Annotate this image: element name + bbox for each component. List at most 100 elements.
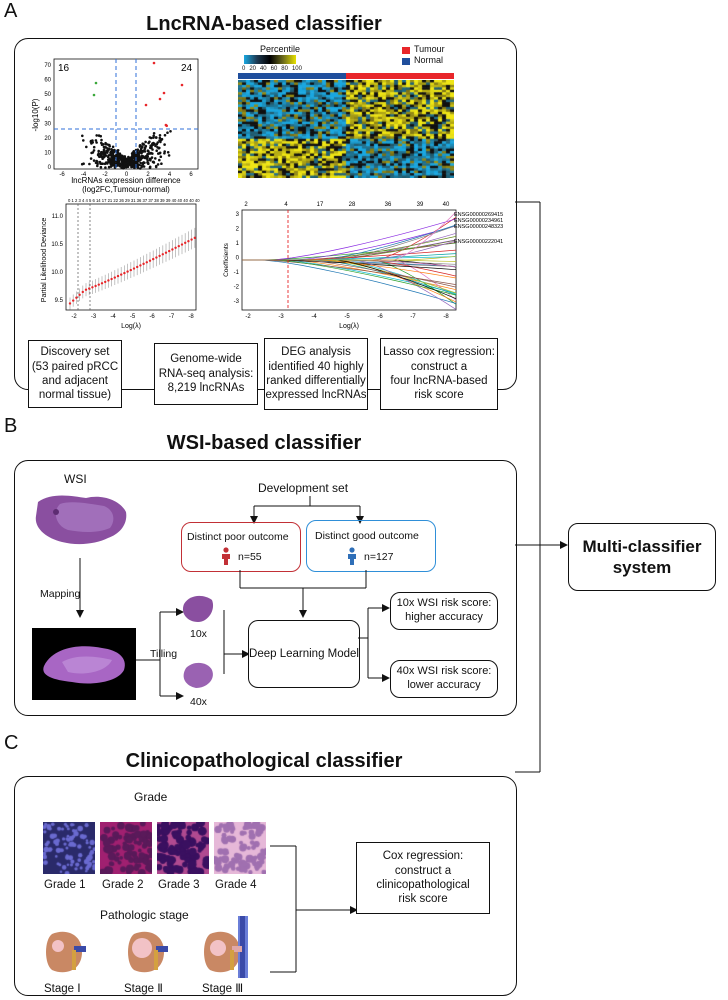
mag-10x-label: 10x (190, 628, 207, 640)
cv-y-label: Partial Likelihood Deviance (41, 218, 48, 303)
volcano-x-label-1: lncRNAs expression difference (71, 176, 181, 185)
coef-x-tick: -2 (245, 314, 251, 320)
volcano-point (160, 137, 164, 141)
heatmap-legend-title: Percentile (260, 44, 301, 54)
cv-point (132, 267, 136, 270)
volcano-point (117, 158, 120, 161)
volcano-x-tick: 6 (189, 172, 193, 178)
volcano-point (156, 141, 159, 144)
coef-y-tick: 0 (236, 256, 240, 262)
cv-point (155, 256, 158, 259)
volcano-point (114, 154, 118, 157)
coef-path (242, 259, 457, 295)
coef-gene-label: ENSG00000269415 (454, 212, 503, 218)
volcano-point (102, 148, 106, 152)
cv-x-tick: -7 (169, 314, 175, 320)
coef-top-tick: 28 (349, 202, 356, 208)
cv-point (107, 279, 110, 282)
volcano-point (101, 157, 104, 160)
outcome-to-model-connector (239, 570, 367, 618)
volcano-point (162, 91, 166, 95)
volcano-point (111, 160, 115, 164)
volcano-point (133, 166, 136, 170)
volcano-point (135, 161, 138, 165)
cv-point (81, 290, 84, 294)
volcano-point (144, 140, 147, 144)
volcano-point (100, 138, 103, 142)
cv-point (120, 273, 123, 276)
coef-top-tick: 4 (284, 202, 288, 208)
cv-y-tick: 10.0 (51, 270, 63, 276)
volcano-point (140, 165, 144, 169)
tile-40x (183, 662, 213, 688)
grade-2-image (100, 822, 152, 874)
coef-path (242, 249, 457, 261)
volcano-point (92, 93, 96, 97)
volcano-point (143, 161, 146, 165)
volcano-point (152, 160, 155, 164)
cv-point (113, 276, 117, 279)
cv-x-tick: -8 (188, 314, 194, 320)
volcano-point (140, 150, 143, 153)
coef-x-tick: -5 (344, 314, 350, 320)
tumour-swatch (402, 47, 410, 54)
coef-path (242, 225, 457, 261)
stage-1-label: Stage Ⅰ (44, 983, 81, 995)
volcano-point (108, 160, 112, 163)
volcano-y-tick: 50 (44, 92, 51, 98)
cv-point (158, 254, 161, 258)
volcano-point (104, 161, 108, 165)
volcano-point (155, 149, 158, 152)
grade-heading: Grade (134, 790, 168, 804)
volcano-point (159, 155, 163, 158)
volcano-point (154, 136, 158, 139)
cv-point (145, 261, 148, 264)
volcano-point (141, 142, 144, 145)
volcano-point (106, 151, 109, 154)
cv-point (180, 243, 184, 246)
volcano-point (98, 160, 102, 164)
volcano-point (94, 161, 98, 165)
coef-y-tick: 3 (236, 212, 240, 218)
volcano-point (108, 157, 111, 161)
volcano-point (136, 164, 139, 168)
stage-1-kidney (46, 931, 86, 973)
volcano-y-tick: 10 (44, 151, 51, 157)
tilling-label: Tilling (150, 648, 178, 660)
panels-to-multi-connector (515, 201, 568, 773)
cv-x-label: Log(λ) (121, 323, 141, 330)
volcano-point (110, 148, 113, 151)
volcano-point (153, 142, 156, 146)
wsi-label: WSI (64, 472, 87, 486)
volcano-point (159, 140, 162, 144)
stage-heading: Pathologic stage (100, 908, 189, 922)
volcano-point (132, 156, 135, 159)
cv-point (190, 238, 193, 241)
legend-tick: 0 (242, 66, 246, 72)
normal-label: Normal (414, 55, 444, 65)
cv-point (78, 293, 81, 297)
volcano-point (139, 167, 142, 170)
cv-y-tick: 10.5 (51, 242, 63, 248)
cv-point (126, 270, 129, 273)
volcano-point (154, 144, 157, 148)
volcano-point (91, 151, 95, 154)
volcano-point (80, 162, 84, 166)
volcano-point (104, 141, 107, 145)
volcano-point (148, 152, 152, 155)
volcano-point (166, 151, 170, 154)
cv-point (136, 265, 139, 269)
dev-set-label: Development set (258, 481, 349, 495)
panel-a-title: LncRNA-based classifier (146, 13, 382, 35)
volcano-point (101, 155, 105, 158)
heatmap-legend-bar (244, 55, 296, 64)
volcano-x-tick: 4 (168, 172, 172, 178)
volcano-y-tick: 30 (44, 121, 51, 127)
stage-3-kidney (204, 916, 248, 978)
volcano-point (94, 81, 98, 85)
volcano-point (104, 166, 107, 169)
coef-y-tick: -2 (234, 285, 240, 291)
volcano-point (136, 157, 140, 161)
volcano-point (158, 146, 161, 150)
